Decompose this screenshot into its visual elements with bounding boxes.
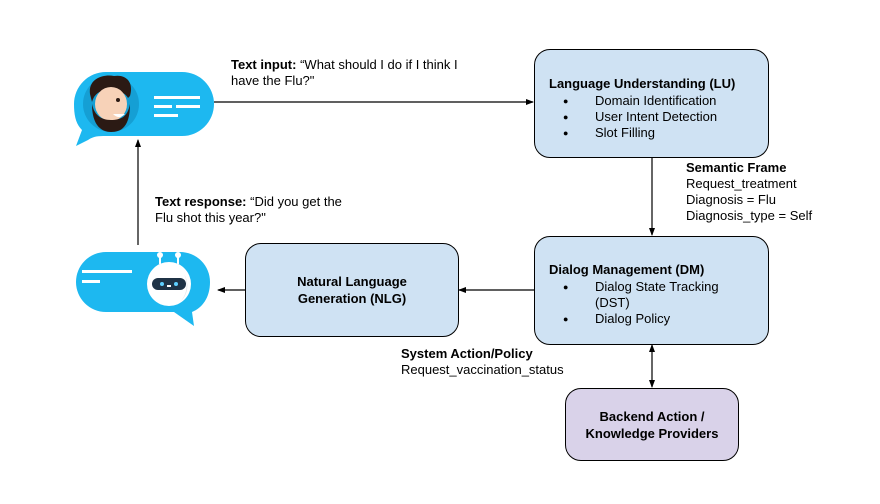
semantic-frame-line: Diagnosis_type = Self [686, 208, 813, 223]
lu-item: Domain Identification [549, 93, 768, 109]
dm-title: Dialog Management (DM) [549, 262, 705, 277]
dm-items: Dialog State Tracking (DST) Dialog Polic… [549, 279, 739, 327]
user-chat-bubble-icon [68, 64, 218, 152]
semantic-frame-line: Diagnosis = Flu [686, 192, 776, 207]
semantic-frame-title: Semantic Frame [686, 160, 787, 175]
lu-title: Language Understanding (LU) [549, 76, 736, 91]
text-response-label-bold: Text response: [155, 194, 247, 209]
backend-title: Backend Action / Knowledge Providers [585, 408, 719, 441]
system-action-label: System Action/Policy Request_vaccination… [401, 346, 564, 378]
text-response-label-text: “Did you get the Flu shot this year?" [155, 194, 342, 225]
semantic-frame-line: Request_treatment [686, 176, 797, 191]
dialog-management-box: Dialog Management (DM) Dialog State Trac… [534, 236, 769, 345]
nlg-title: Natural Language Generation (NLG) [297, 274, 407, 306]
language-understanding-box: Language Understanding (LU) Domain Ident… [534, 49, 769, 158]
system-action-line: Request_vaccination_status [401, 362, 564, 377]
text-response-label: Text response: “Did you get the Flu shot… [155, 194, 355, 226]
lu-items: Domain Identification User Intent Detect… [549, 93, 768, 141]
lu-item: User Intent Detection [549, 109, 768, 125]
backend-box: Backend Action / Knowledge Providers [565, 388, 739, 461]
text-input-label: Text input: “What should I do if I think… [231, 57, 461, 89]
dm-item: Dialog Policy [549, 311, 739, 327]
lu-item: Slot Filling [549, 125, 768, 141]
text-input-label-bold: Text input: [231, 57, 297, 72]
nlg-box: Natural Language Generation (NLG) [245, 243, 459, 337]
text-input-label-text: “What should I do if I think I have the … [231, 57, 458, 88]
system-action-title: System Action/Policy [401, 346, 533, 361]
bot-chat-bubble-icon [70, 246, 220, 332]
dm-item: Dialog State Tracking (DST) [549, 279, 739, 311]
semantic-frame-label: Semantic Frame Request_treatment Diagnos… [686, 160, 812, 224]
